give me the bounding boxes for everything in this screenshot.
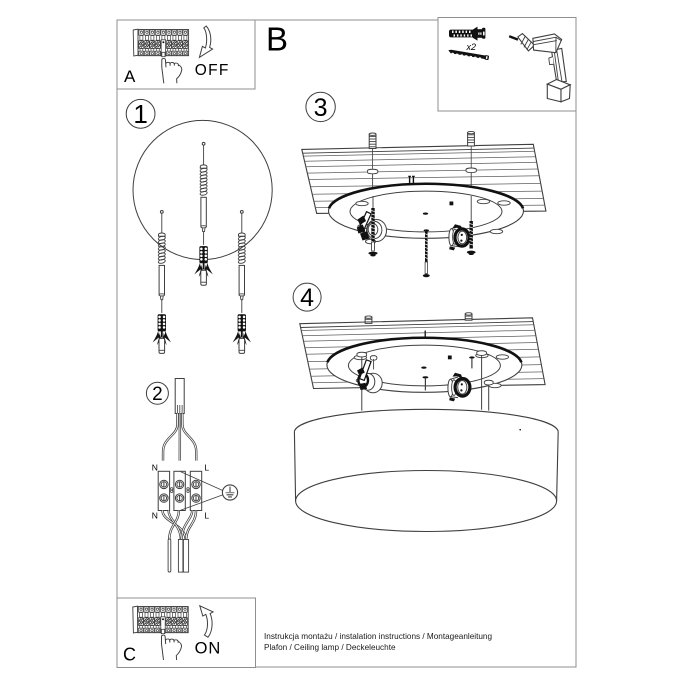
svg-text:C: C xyxy=(123,645,136,665)
svg-text:1: 1 xyxy=(133,99,147,129)
svg-text:Instrukcja montażu / instalati: Instrukcja montażu / instalation instruc… xyxy=(264,632,492,641)
svg-text:x2: x2 xyxy=(466,42,477,52)
svg-text:A: A xyxy=(124,67,136,86)
svg-text:2: 2 xyxy=(152,384,163,405)
svg-text:Plafon / Ceiling lamp / Deckel: Plafon / Ceiling lamp / Deckeleuchte xyxy=(264,643,396,652)
svg-text:OFF: OFF xyxy=(195,62,230,79)
svg-text:3: 3 xyxy=(314,94,328,122)
svg-text:B: B xyxy=(266,21,288,58)
svg-text:N: N xyxy=(152,463,158,473)
svg-text:L: L xyxy=(204,511,209,521)
svg-text:ON: ON xyxy=(195,639,222,657)
svg-text:4: 4 xyxy=(300,284,314,312)
svg-text:L: L xyxy=(204,463,209,473)
svg-text:N: N xyxy=(152,511,158,521)
